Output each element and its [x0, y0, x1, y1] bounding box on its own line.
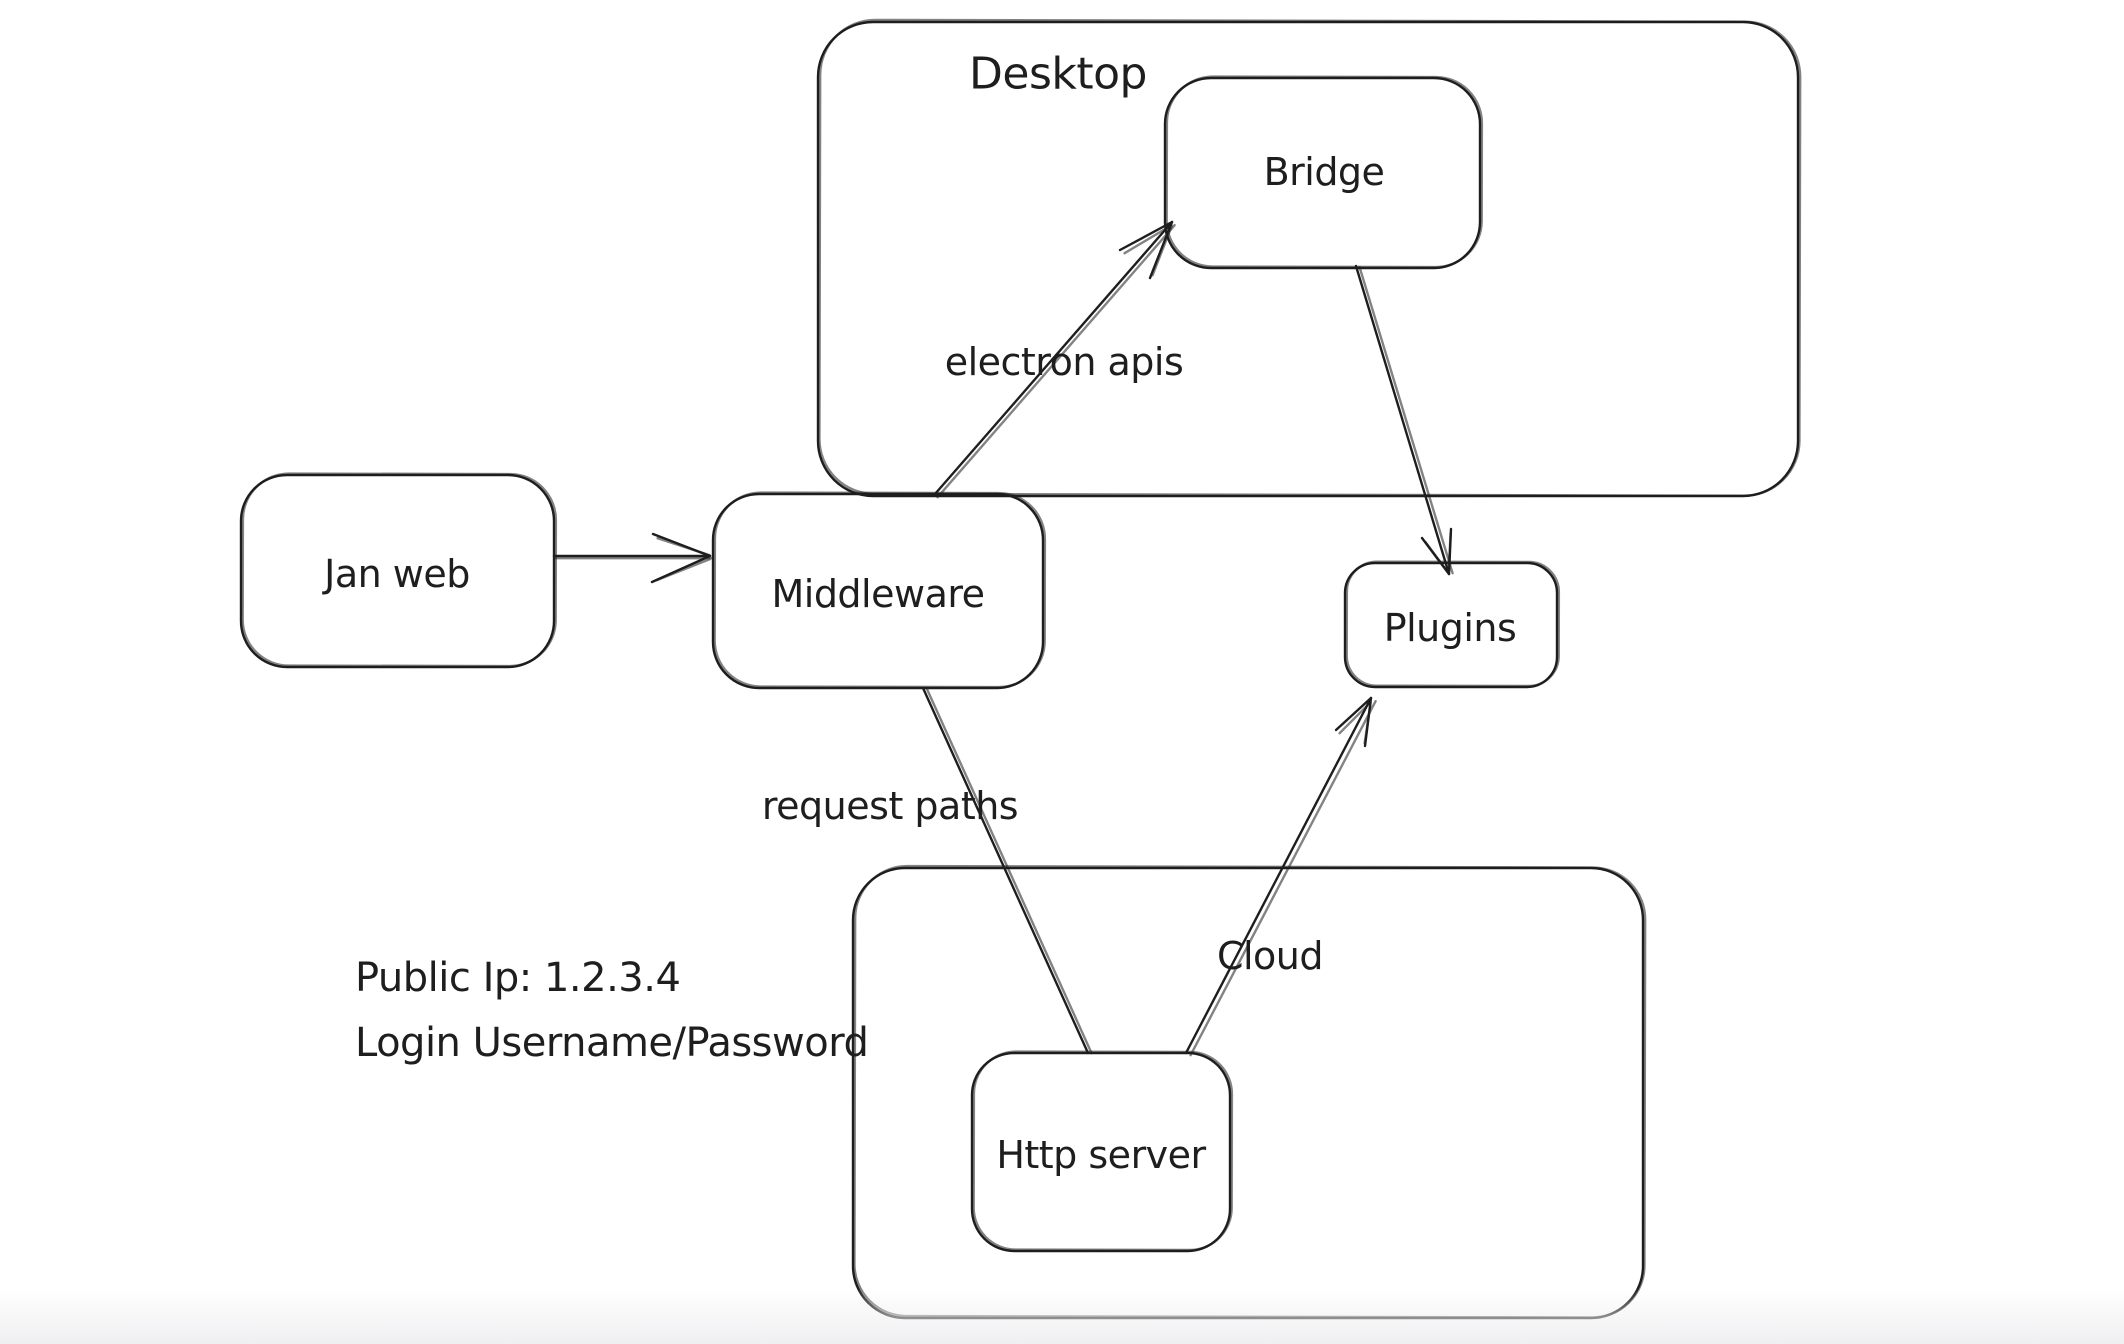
node-jan-web-rect[interactable]: [239, 473, 556, 669]
node-bridge-rect-sketch: [1165, 75, 1484, 269]
node-middleware-rect-sketch: [713, 491, 1047, 689]
edge-label-request-paths[interactable]: request paths: [762, 784, 1019, 828]
edge-janweb-to-middleware[interactable]: [552, 532, 713, 584]
node-jan-web-rect-sketch: [241, 472, 558, 668]
edge-httpserver-to-plugins[interactable]: [1184, 696, 1377, 1057]
node-plugins-rect[interactable]: [1343, 561, 1559, 689]
container-desktop-rect-sketch: [818, 18, 1802, 497]
edge-line-sketch: [1189, 700, 1377, 1057]
node-plugins-label: Plugins: [1384, 606, 1517, 650]
container-cloud-label: Cloud: [1217, 934, 1323, 978]
edge-line-sketch: [925, 687, 1093, 1055]
node-http-server[interactable]: Http server: [970, 1050, 1234, 1253]
edge-line[interactable]: [1184, 696, 1373, 1055]
edge-line[interactable]: [933, 220, 1174, 496]
node-jan-web-label: Jan web: [322, 552, 470, 596]
node-bridge-rect[interactable]: [1163, 76, 1482, 270]
arrowhead-up-right-icon-sketch: [1338, 701, 1372, 745]
edge-bridge-to-plugins[interactable]: [1354, 264, 1454, 576]
node-middleware-label: Middleware: [771, 572, 984, 616]
edge-label-electron-apis[interactable]: electron apis: [945, 340, 1184, 384]
edge-line-sketch: [1358, 266, 1454, 575]
edge-line[interactable]: [1354, 264, 1451, 576]
edge-line-sketch: [936, 224, 1176, 499]
node-http-server-label: Http server: [996, 1133, 1206, 1177]
edge-line[interactable]: [921, 686, 1090, 1055]
node-http-server-rect[interactable]: [970, 1051, 1232, 1253]
node-jan-web[interactable]: Jan web: [239, 472, 558, 669]
node-middleware[interactable]: Middleware: [711, 491, 1047, 690]
container-desktop[interactable]: Desktop: [816, 18, 1802, 498]
node-plugins-rect-sketch: [1345, 560, 1561, 688]
container-desktop-label: Desktop: [969, 49, 1147, 100]
annotation-login-credentials[interactable]: Login Username/Password: [355, 1020, 869, 1066]
edge-middleware-to-httpserver[interactable]: [921, 686, 1093, 1055]
edge-middleware-to-bridge[interactable]: [933, 220, 1176, 499]
node-bridge-label: Bridge: [1264, 150, 1385, 194]
arrowhead-down-icon-sketch: [1424, 532, 1452, 575]
node-plugins[interactable]: Plugins: [1343, 560, 1561, 689]
arrowhead-right-icon-sketch: [655, 537, 711, 582]
container-desktop-rect[interactable]: [816, 20, 1800, 498]
node-bridge[interactable]: Bridge: [1163, 75, 1484, 270]
node-http-server-rect-sketch: [972, 1050, 1234, 1252]
annotation-public-ip[interactable]: Public Ip: 1.2.3.4: [355, 955, 681, 1001]
node-middleware-rect[interactable]: [711, 492, 1045, 690]
